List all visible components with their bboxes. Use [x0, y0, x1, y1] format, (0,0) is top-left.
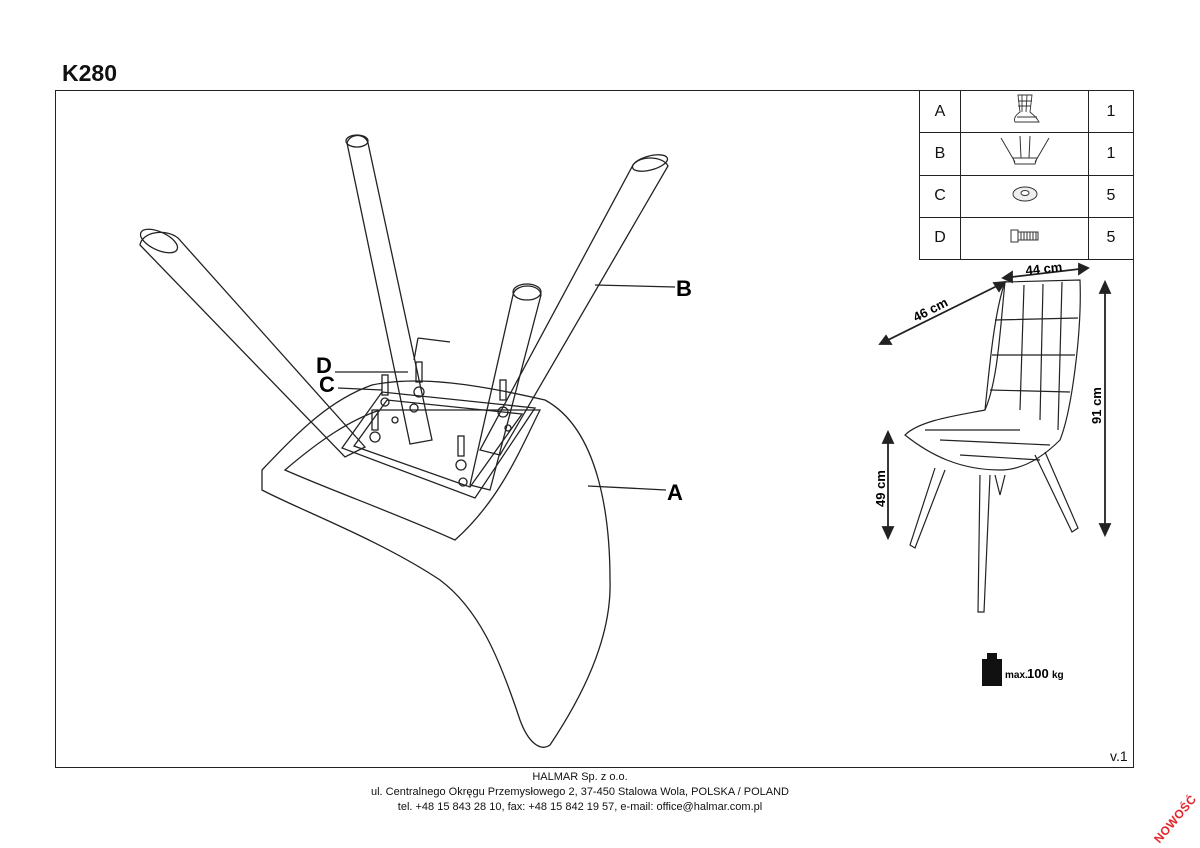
- parts-row: D 5: [919, 216, 1134, 261]
- version-label: v.1: [1110, 748, 1128, 764]
- bolts: [369, 361, 512, 487]
- dim-depth: 46 cm: [911, 295, 951, 325]
- dim-height: 91 cm: [1089, 387, 1104, 424]
- part-letter: A: [919, 89, 961, 134]
- callout-c: C: [319, 372, 335, 397]
- dim-seat-height: 49 cm: [873, 470, 888, 507]
- part-letter: C: [919, 174, 961, 218]
- leg-4: [469, 285, 542, 491]
- callout-b: B: [676, 276, 692, 301]
- part-qty: 5: [1088, 174, 1134, 218]
- max-load-prefix: max.: [1005, 670, 1028, 681]
- leg-frame-icon: [1000, 136, 1049, 165]
- weight-icon: [982, 653, 1002, 686]
- part-qty: 1: [1088, 89, 1134, 134]
- part-qty: 5: [1088, 216, 1134, 261]
- parts-row: A 1: [919, 89, 1134, 134]
- footer: HALMAR Sp. z o.o. ul. Centralnego Okręgu…: [0, 770, 1160, 815]
- leg-1: [139, 231, 367, 458]
- max-load-value: 100: [1027, 666, 1049, 681]
- chair-side-view: [904, 279, 1081, 613]
- washer-icon: [1012, 186, 1037, 202]
- footer-company: HALMAR Sp. z o.o.: [532, 771, 628, 783]
- drawing-frame: [55, 90, 1134, 768]
- parts-row: C 5: [919, 174, 1134, 218]
- seat-outline: [261, 380, 611, 748]
- bolt-icon: [1010, 229, 1038, 243]
- footer-contact: tel. +48 15 843 28 10, fax: +48 15 842 1…: [397, 801, 763, 813]
- dim-width: 44 cm: [1025, 259, 1063, 278]
- footer-address: ul. Centralnego Okręgu Przemysłowego 2, …: [370, 786, 789, 798]
- part-letter: D: [919, 216, 961, 261]
- seat-icon: [1013, 94, 1040, 123]
- callout-d: D: [316, 353, 332, 378]
- leg-2: [346, 134, 433, 445]
- part-letter: B: [919, 132, 961, 176]
- max-load-unit: kg: [1052, 670, 1064, 681]
- parts-table: A 1 B 1 C: [919, 89, 1134, 261]
- part-qty: 1: [1088, 132, 1134, 176]
- callout-a: A: [667, 480, 683, 505]
- parts-row: B 1: [919, 132, 1134, 176]
- hex-key: [413, 337, 451, 361]
- model-title: K280: [62, 60, 117, 86]
